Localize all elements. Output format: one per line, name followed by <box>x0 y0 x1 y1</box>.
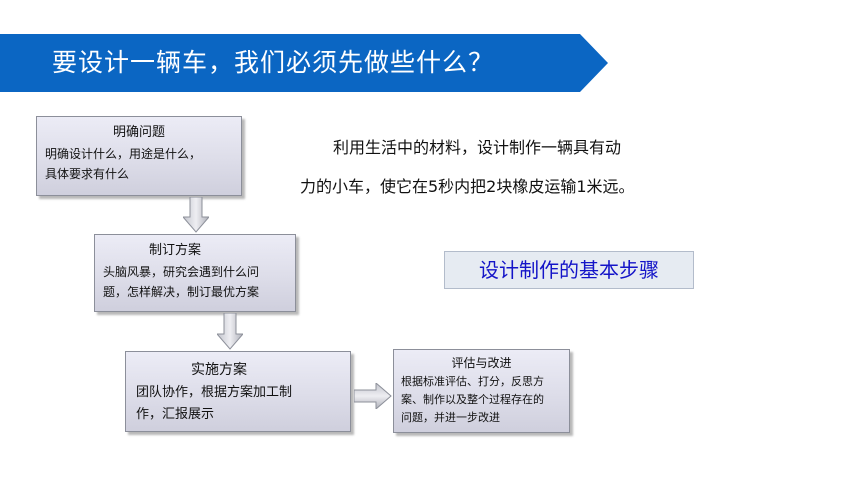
step-make-plan: 制订方案 头脑风暴，研究会遇到什么问 题，怎样解决，制订最优方案 <box>94 234 296 312</box>
step-desc-line: 具体要求有什么 <box>45 167 130 181</box>
step-desc-line: 根据标准评估、打分，反思方 <box>401 375 544 388</box>
banner-arrow-shape <box>0 34 608 92</box>
title-banner: 要设计一辆车，我们必须先做些什么？ <box>0 34 610 92</box>
step-desc-line: 作，汇报展示 <box>136 407 215 422</box>
step-title: 评估与改进 <box>451 356 512 370</box>
step-desc-line: 题，怎样解决，制订最优方案 <box>103 285 260 299</box>
step-title: 实施方案 <box>191 362 247 378</box>
page-title: 要设计一辆车，我们必须先做些什么？ <box>52 48 495 77</box>
step-desc-line: 头脑风暴，研究会遇到什么问 <box>103 265 260 279</box>
step-desc-line: 案、制作以及整个过程存在的 <box>401 393 544 406</box>
steps-label: 设计制作的基本步骤 <box>444 251 694 289</box>
step-title: 明确问题 <box>112 125 165 140</box>
step-desc-line: 问题，并进一步改进 <box>401 411 500 424</box>
down-arrow-icon <box>183 197 209 233</box>
task-description: 利用生活中的材料，设计制作一辆具有动 力的小车，使它在5秒内把2块橡皮运输1米远… <box>300 128 710 206</box>
step-title: 制订方案 <box>148 243 201 258</box>
down-arrow-icon <box>217 313 243 350</box>
step-desc-line: 团队协作，根据方案加工制 <box>136 385 293 400</box>
right-arrow-icon <box>354 383 392 409</box>
step-define-problem: 明确问题 明确设计什么，用途是什么， 具体要求有什么 <box>36 116 242 196</box>
step-desc-line: 明确设计什么，用途是什么， <box>45 147 202 161</box>
task-description-line: 利用生活中的材料，设计制作一辆具有动 <box>333 138 622 157</box>
task-description-line: 力的小车，使它在5秒内把2块橡皮运输1米远。 <box>300 177 635 196</box>
step-implement-plan: 实施方案 团队协作，根据方案加工制 作，汇报展示 <box>125 351 351 432</box>
step-evaluate-improve: 评估与改进 根据标准评估、打分，反思方 案、制作以及整个过程存在的 问题，并进一… <box>393 349 570 433</box>
